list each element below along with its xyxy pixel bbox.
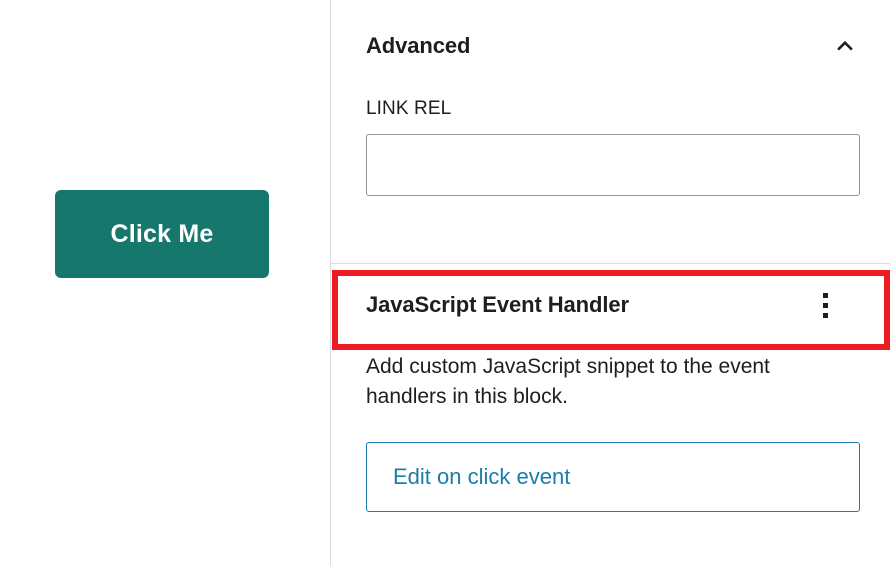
javascript-event-handler-header[interactable]: JavaScript Event Handler (366, 264, 860, 346)
kebab-dot (822, 302, 828, 308)
block-settings-sidebar: Advanced LINK REL JavaScript Event Handl… (331, 0, 890, 566)
javascript-event-handler-panel: JavaScript Event Handler Add custom Java… (331, 264, 890, 512)
click-me-button[interactable]: Click Me (55, 190, 269, 278)
advanced-panel-header[interactable]: Advanced (366, 0, 860, 92)
kebab-dot (822, 292, 828, 298)
kebab-menu-icon[interactable] (808, 288, 842, 322)
advanced-panel-title: Advanced (366, 33, 471, 58)
advanced-panel: Advanced LINK REL (331, 0, 890, 264)
chevron-up-icon[interactable] (830, 31, 860, 61)
link-rel-input[interactable] (366, 134, 860, 196)
kebab-dot (822, 312, 828, 318)
editor-canvas: Click Me (0, 0, 331, 566)
link-rel-label: LINK REL (366, 98, 452, 119)
edit-on-click-event-button[interactable]: Edit on click event (366, 441, 860, 512)
javascript-event-handler-title: JavaScript Event Handler (366, 292, 629, 317)
javascript-event-handler-description: Add custom JavaScript snippet to the eve… (366, 355, 770, 408)
